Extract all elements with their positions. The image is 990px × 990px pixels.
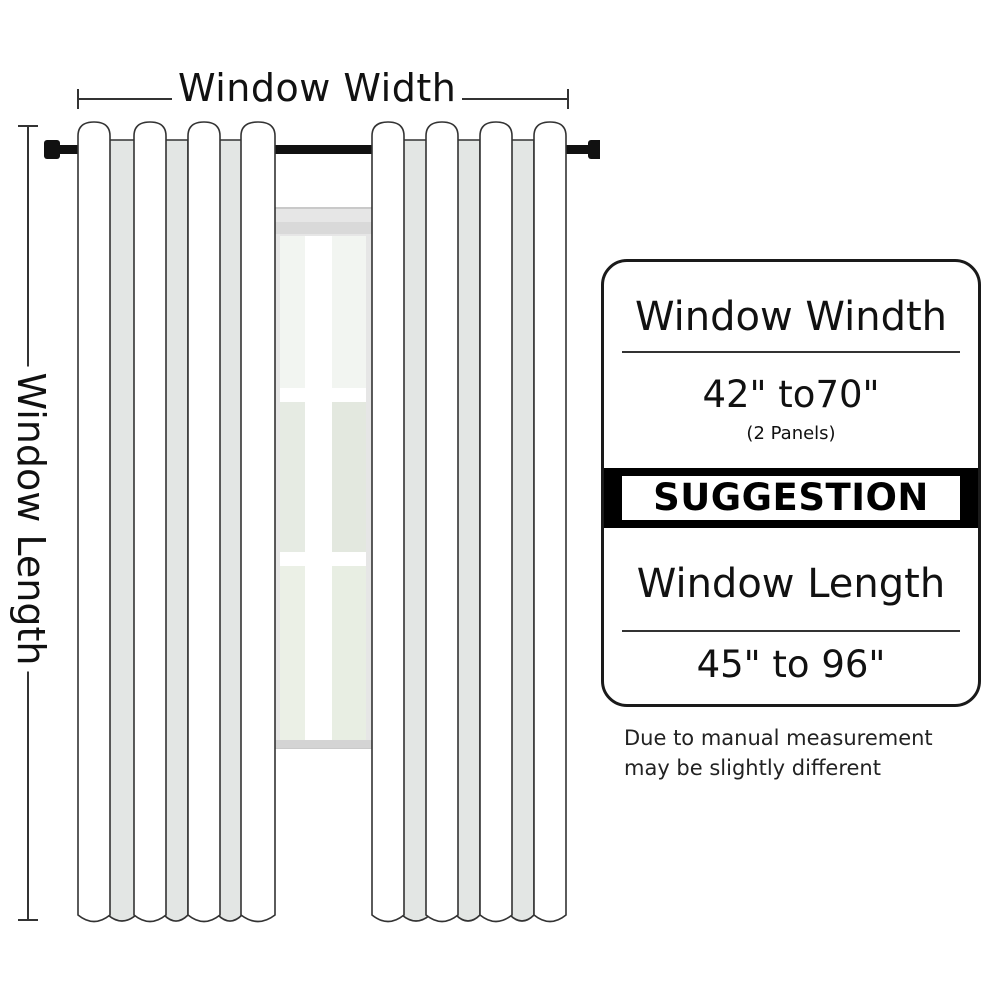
window-frame: [271, 207, 375, 749]
suggestion-label: SUGGESTION: [622, 476, 960, 520]
card-length-range: 45" to 96": [696, 643, 886, 686]
left-curtain-panel: [77, 121, 276, 923]
card-width-heading: Window Windth: [635, 294, 947, 340]
window-width-label: Window Width: [172, 64, 463, 112]
card-length-heading: Window Length: [636, 561, 946, 607]
curtain-illustration: [18, 89, 600, 923]
card-divider-bottom: [622, 630, 960, 632]
window-length-label: Window Length: [9, 366, 53, 672]
card-width-range: 42" to70": [702, 373, 880, 416]
disclaimer-line-2: may be slightly different: [624, 756, 881, 780]
right-curtain-panel: [371, 121, 567, 923]
size-suggestion-card: Window Windth 42" to70" (2 Panels) SUGGE…: [601, 259, 981, 707]
disclaimer-line-1: Due to manual measurement: [624, 726, 933, 750]
suggestion-banner: SUGGESTION: [604, 468, 978, 528]
card-width-note: (2 Panels): [746, 423, 836, 444]
card-divider-top: [622, 351, 960, 353]
